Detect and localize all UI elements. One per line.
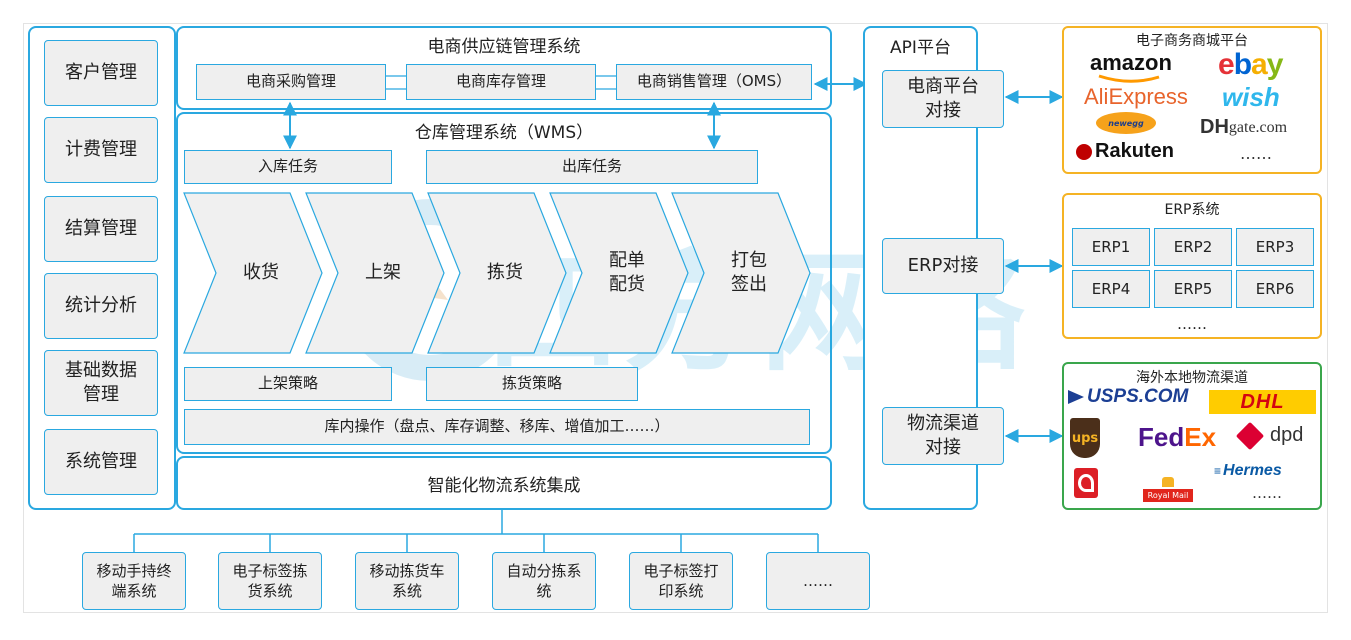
subsystem-5[interactable]: 电子标签打 印系统 xyxy=(629,552,733,610)
aliexpress-logo: AliExpress xyxy=(1084,84,1188,109)
dhl-logo: DHL xyxy=(1209,390,1316,414)
usps-eagle-icon xyxy=(1068,390,1084,404)
step-matching-label: 配单 配货 xyxy=(609,249,645,295)
usps-logo: USPS.COM xyxy=(1068,386,1188,408)
menu-billing[interactable]: 计费管理 xyxy=(44,117,158,183)
erp-item-2[interactable]: ERP2 xyxy=(1154,228,1232,266)
erp-more: …… xyxy=(1177,315,1207,333)
picking-strategy-box[interactable]: 拣货策略 xyxy=(426,367,638,401)
module-sales-oms[interactable]: 电商销售管理（OMS） xyxy=(616,64,812,100)
subsystem-3[interactable]: 移动拣货车 系统 xyxy=(355,552,459,610)
module-procurement[interactable]: 电商采购管理 xyxy=(196,64,386,100)
royal-mail-logo: Royal Mail xyxy=(1140,466,1196,502)
wms-title: 仓库管理系统（WMS） xyxy=(414,122,594,143)
ecommerce-platforms-panel xyxy=(1062,26,1322,174)
ebay-letter: e xyxy=(1218,48,1235,81)
erp-item-4[interactable]: ERP4 xyxy=(1072,270,1150,308)
api-erp-connector[interactable]: ERP对接 xyxy=(882,238,1004,294)
supply-chain-title: 电商供应链管理系统 xyxy=(427,36,581,57)
module-connectors xyxy=(386,75,616,90)
ecommerce-platforms-title: 电子商务商城平台 xyxy=(1136,33,1248,49)
ebay-letter: y xyxy=(1266,48,1284,81)
chevron-putaway xyxy=(305,192,445,354)
putaway-strategy-box[interactable]: 上架策略 xyxy=(184,367,392,401)
auspost-p-icon xyxy=(1078,474,1094,492)
menu-settlement[interactable]: 结算管理 xyxy=(44,196,158,262)
logistics-more: …… xyxy=(1252,484,1282,502)
menu-base-data[interactable]: 基础数据 管理 xyxy=(44,350,158,416)
auspost-logo xyxy=(1074,468,1098,498)
step-packing-label: 打包 签出 xyxy=(731,249,767,295)
step-receiving-label: 收货 xyxy=(243,261,279,283)
flow-arrows xyxy=(283,77,1064,443)
step-putaway-label: 上架 xyxy=(365,261,401,283)
amazon-smile-icon xyxy=(1098,74,1160,83)
erp-title: ERP系统 xyxy=(1164,202,1220,218)
subsystem-tree xyxy=(133,510,819,552)
rakuten-r-icon xyxy=(1076,143,1092,160)
ebay-letter: b xyxy=(1233,48,1252,81)
wish-logo: wish xyxy=(1222,82,1280,112)
outbound-task-box[interactable]: 出库任务 xyxy=(426,150,758,184)
dpd-cube-icon xyxy=(1235,421,1265,450)
dpd-logo: dpd xyxy=(1235,421,1303,450)
subsystem-4[interactable]: 自动分拣系 统 xyxy=(492,552,596,610)
api-platform-title: API平台 xyxy=(890,37,951,58)
logistics-channels-title: 海外本地物流渠道 xyxy=(1136,370,1248,386)
chevron-receiving xyxy=(183,192,323,354)
logistics-channels-panel xyxy=(1062,362,1322,510)
crown-icon xyxy=(1162,477,1174,487)
module-inventory[interactable]: 电商库存管理 xyxy=(406,64,596,100)
subsystem-6[interactable]: …… xyxy=(766,552,870,610)
logistics-integration-panel xyxy=(176,456,832,510)
menu-customer[interactable]: 客户管理 xyxy=(44,40,158,106)
rakuten-logo: Rakuten xyxy=(1076,140,1174,163)
internal-ops-box[interactable]: 库内操作（盘点、库存调整、移库、增值加工……） xyxy=(184,409,810,445)
subsystem-1[interactable]: 移动手持终 端系统 xyxy=(82,552,186,610)
api-ecommerce-connector[interactable]: 电商平台 对接 xyxy=(882,70,1004,128)
ecommerce-more: …… xyxy=(1240,144,1272,163)
dhgate-rest: gate.com xyxy=(1228,118,1288,136)
hermes-logo: ≡Hermes xyxy=(1214,462,1282,479)
inbound-task-box[interactable]: 入库任务 xyxy=(184,150,392,184)
chevron-matching xyxy=(549,192,689,354)
erp-item-5[interactable]: ERP5 xyxy=(1154,270,1232,308)
fedex-fed: Fed xyxy=(1138,422,1185,452)
chevron-picking xyxy=(427,192,567,354)
dhgate-dh: DH xyxy=(1200,116,1229,138)
diagram-frame xyxy=(23,23,1328,613)
erp-item-6[interactable]: ERP6 xyxy=(1236,270,1314,308)
wms-process-chevrons xyxy=(183,192,811,354)
fedex-ex: Ex xyxy=(1184,422,1217,452)
erp-item-1[interactable]: ERP1 xyxy=(1072,228,1150,266)
menu-statistics[interactable]: 统计分析 xyxy=(44,273,158,339)
amazon-logo: amazon xyxy=(1090,50,1172,75)
logistics-integration-title: 智能化物流系统集成 xyxy=(427,475,581,496)
erp-panel xyxy=(1062,193,1322,339)
ups-logo: ups xyxy=(1070,418,1100,458)
ebay-letter: a xyxy=(1251,48,1268,81)
menu-system[interactable]: 系统管理 xyxy=(44,429,158,495)
newegg-logo: newegg xyxy=(1096,112,1156,134)
step-picking-label: 拣货 xyxy=(487,261,523,283)
chevron-packing xyxy=(671,192,811,354)
erp-item-3[interactable]: ERP3 xyxy=(1236,228,1314,266)
api-logistics-connector[interactable]: 物流渠道 对接 xyxy=(882,407,1004,465)
hermes-lines-icon: ≡ xyxy=(1214,464,1222,478)
subsystem-2[interactable]: 电子标签拣 货系统 xyxy=(218,552,322,610)
